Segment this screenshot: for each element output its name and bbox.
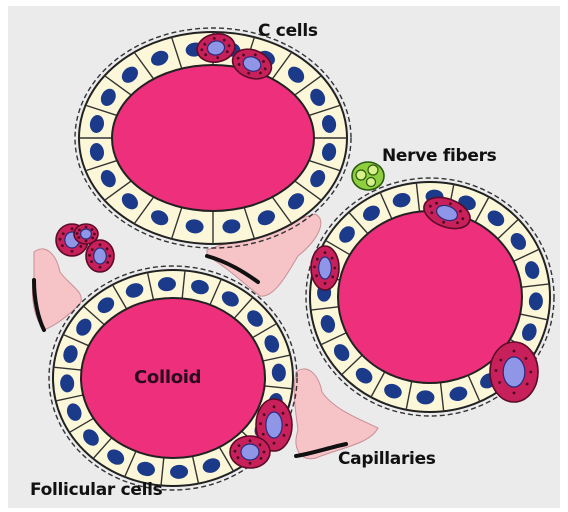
c-cell-nucleus (319, 257, 332, 279)
c-cell-granule (263, 451, 266, 454)
c-cell-granule (238, 444, 241, 447)
c-cell-granule (495, 369, 498, 372)
nerve-axon-1 (356, 170, 366, 180)
c-cell-granule (88, 254, 91, 257)
c-cell-granule (273, 405, 276, 408)
nerve-axon-3 (367, 178, 376, 187)
c-cell-granule (108, 255, 111, 258)
c-cell-granule (259, 443, 262, 446)
c-cell-granule (263, 413, 266, 416)
c-cell-granule (526, 383, 529, 386)
c-cell-granule (237, 456, 240, 459)
c-cell-right-left (311, 246, 339, 290)
c-cell-granule (106, 261, 109, 264)
c-cell-granule (498, 381, 501, 384)
c-cell-granule (62, 232, 65, 235)
c-cell-granule (260, 457, 263, 460)
c-cell-nucleus (81, 229, 92, 239)
c-cell-granule (315, 274, 318, 277)
c-cell-granule (99, 266, 102, 269)
c-cell-granule (331, 275, 334, 278)
c-cell-granule (91, 248, 94, 251)
c-cell-granule (106, 247, 109, 250)
c-cell-granule (85, 240, 88, 243)
c-cell-granule (331, 257, 334, 260)
c-cell-granule (79, 245, 82, 248)
c-cell-granule (234, 450, 237, 453)
c-cell-granule (61, 244, 64, 247)
c-cell-granule (85, 226, 88, 229)
nerve-fibers-label: Nerve fibers (382, 146, 497, 166)
capillaries-label: Capillaries (338, 449, 436, 469)
c-cell-granule (513, 350, 516, 353)
c-cell-granule (249, 439, 252, 442)
c-cell-free-2 (86, 240, 114, 272)
c-cell-right-bottom (490, 342, 538, 402)
follicular-cells-label: Follicular cells (30, 480, 162, 500)
c-cell-nucleus (94, 248, 107, 264)
c-cell-granule (333, 267, 336, 270)
c-cell-granule (91, 237, 94, 240)
c-cell-nucleus (266, 412, 282, 438)
c-cell-granule (324, 251, 327, 254)
nerve-axon-2 (368, 165, 378, 175)
c-cell-granule (90, 260, 93, 263)
c-cell-granule (59, 238, 62, 241)
c-cell-granule (91, 228, 94, 231)
c-cell-granule (282, 412, 285, 415)
colloid-label: Colloid (134, 367, 201, 388)
c-cell-nucleus (503, 357, 525, 387)
c-cell-granule (78, 229, 81, 232)
c-cell-granule (99, 243, 102, 246)
c-cell-granule (259, 422, 262, 425)
c-cell-granule (316, 258, 319, 261)
c-cell-granule (283, 434, 286, 437)
c-cell-nucleus (241, 444, 259, 460)
c-cell-granule (529, 371, 532, 374)
c-cell-granule (324, 282, 327, 285)
c-cell-granule (513, 392, 516, 395)
c-cell-granule (76, 232, 79, 235)
colloid (112, 65, 314, 211)
c-cell-granule (313, 266, 316, 269)
c-cell-granule (249, 462, 252, 465)
nerve-fiber-group (352, 162, 384, 190)
c-cell-granule (285, 424, 288, 427)
c-cell-granule (93, 233, 96, 236)
c-cell-granule (71, 250, 74, 253)
c-cell-left-2 (230, 436, 270, 468)
c-cell-free-3 (74, 224, 98, 244)
c-cell-granule (71, 227, 74, 230)
c-cell-granule (273, 442, 276, 445)
c-cell-granule (525, 357, 528, 360)
c-cell-granule (499, 359, 502, 362)
c-cell-granule (262, 433, 265, 436)
c-cell-granule (77, 236, 80, 239)
c-cells-label: C cells (258, 21, 318, 41)
